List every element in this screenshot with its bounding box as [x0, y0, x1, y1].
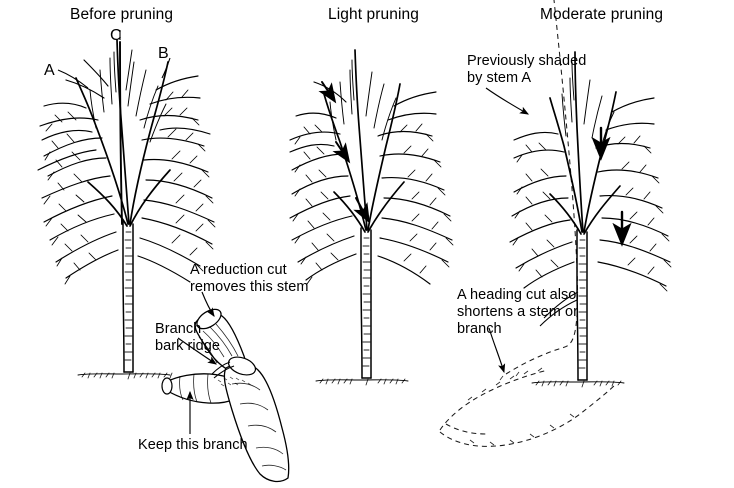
- leader-reduction-cut: [201, 291, 215, 317]
- twigs-left-light: [292, 124, 339, 285]
- annotation-reduction-cut: A reduction cut removes this stem: [190, 262, 309, 296]
- headed-branch-stipple: [467, 367, 575, 446]
- annotation-heading-cut: A heading cut also shortens a stem or br…: [457, 287, 578, 338]
- detail-leaders: [177, 291, 217, 434]
- crown-twigs-before: [89, 49, 167, 143]
- stem-label-a: A: [44, 62, 55, 79]
- leader-lines-before: [57, 30, 171, 89]
- leader-bark-ridge: [177, 337, 217, 365]
- trunk-moderate: [576, 229, 588, 381]
- trunk-light: [360, 227, 372, 379]
- ground-texture-moderate: [535, 380, 622, 388]
- tree-light-pruning: [289, 49, 454, 386]
- branch-union-detail: [161, 308, 290, 483]
- cut-arrow-light-2: [332, 141, 351, 164]
- twigs-right-before: [163, 89, 216, 272]
- stem-c-before: [119, 41, 123, 225]
- twigs-left-moderate: [512, 142, 559, 278]
- cut-arrows-moderate: [591, 126, 632, 247]
- leader-stem-b: [161, 57, 171, 79]
- leader-stem-a: [57, 69, 89, 89]
- bark-texture-light: [362, 237, 371, 367]
- branches-right-moderate: [595, 97, 671, 287]
- stem-label-c: C: [110, 27, 122, 44]
- ridge-stipple: [217, 376, 252, 387]
- detail-trunk-texture: [231, 382, 287, 471]
- branches-left-moderate: [509, 131, 575, 289]
- headed-branch-lower: [439, 369, 617, 447]
- ground-texture-before: [81, 372, 173, 380]
- twigs-right-light: [399, 123, 454, 274]
- tree-before-pruning: [37, 39, 216, 380]
- bark-texture-moderate: [578, 239, 587, 369]
- annotation-previously-shaded: Previously shaded by stem A: [467, 53, 587, 87]
- scaffold-stems-before: [75, 39, 171, 227]
- annotation-keep-this-branch: Keep this branch: [138, 437, 248, 453]
- panel-title-moderate-pruning: Moderate pruning: [540, 6, 664, 23]
- ground-texture-light: [319, 378, 406, 386]
- panel-title-before-pruning: Before pruning: [70, 6, 174, 23]
- annotation-branch-bark-ridge: Branch bark ridge: [155, 321, 220, 355]
- leader-heading-cut: [488, 327, 506, 374]
- detail-trunk: [223, 356, 290, 483]
- cut-arrows-light: [318, 81, 370, 224]
- ground-line-light: [315, 379, 409, 382]
- crown-twigs-moderate: [561, 61, 615, 153]
- tree-moderate-pruning: [509, 51, 672, 388]
- panel-title-light-pruning: Light pruning: [328, 6, 419, 23]
- stem-label-b: B: [158, 45, 169, 62]
- ground-line-moderate: [531, 381, 625, 384]
- branches-left-light: [289, 81, 357, 281]
- branches-right-light: [377, 91, 453, 285]
- headed-branch-outline: [505, 0, 579, 375]
- ground-line-before: [77, 373, 171, 376]
- cut-arrow-light-3: [353, 197, 370, 224]
- kept-branch-texture: [179, 373, 212, 404]
- bark-texture-before: [124, 231, 133, 361]
- twigs-right-moderate: [617, 135, 672, 292]
- branch-bark-ridge-mark: [211, 361, 235, 379]
- leader-heading-cut-trunk: [539, 291, 579, 327]
- branches-left-before: [37, 59, 119, 279]
- trunk-before: [122, 221, 134, 373]
- leader-previously-shaded: [485, 87, 529, 115]
- twigs-left-before: [43, 111, 97, 285]
- cut-arrow-light-1: [318, 81, 337, 104]
- crown-twigs-light: [329, 59, 397, 141]
